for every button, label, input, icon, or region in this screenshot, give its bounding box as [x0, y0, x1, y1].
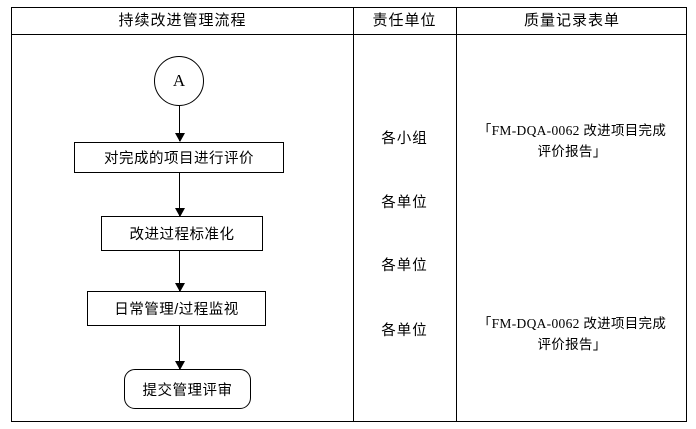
owner-label-3: 各单位 [381, 258, 428, 274]
connector-circle-a: A [154, 56, 204, 106]
arrow-connector-to-evaluate [174, 106, 185, 142]
node-label: 提交管理评审 [142, 382, 233, 399]
node-label: 改进过程标准化 [129, 227, 235, 243]
record-label-2: 「FM-DQA-0062 改进项目完成 评价报告」 [456, 314, 688, 356]
column-header-records: 质量记录表单 [523, 12, 620, 29]
owner-label-2: 各单位 [381, 195, 428, 211]
node-standardize-improvement: 改进过程标准化 [101, 216, 263, 251]
flowchart-table: 持续改进管理流程 责任单位 质量记录表单 A 对完成的项目进行评价 改进过程标准… [11, 7, 687, 422]
node-label: 日常管理/过程监视 [114, 302, 239, 318]
record-line-2: 评价报告」 [537, 143, 607, 159]
column-divider-owner-records [456, 8, 457, 421]
owner-label-1: 各小组 [381, 131, 428, 147]
node-daily-management-monitor: 日常管理/过程监视 [87, 291, 266, 326]
column-divider-process-owner [353, 8, 354, 421]
record-line-2: 评价报告」 [537, 336, 607, 352]
record-line-1: 「FM-DQA-0062 改进项目完成 [477, 123, 667, 138]
column-header-process: 持续改进管理流程 [118, 12, 247, 29]
node-submit-management-review: 提交管理评审 [124, 369, 251, 409]
header-divider [12, 34, 686, 35]
record-label-1: 「FM-DQA-0062 改进项目完成 评价报告」 [456, 121, 688, 163]
arrow-standardize-to-daily-management [174, 251, 185, 292]
arrow-daily-management-to-review [174, 326, 185, 370]
node-label: 对完成的项目进行评价 [104, 151, 254, 167]
record-line-1: 「FM-DQA-0062 改进项目完成 [477, 316, 667, 331]
column-header-owner: 责任单位 [372, 12, 437, 29]
node-evaluate-completed-project: 对完成的项目进行评价 [74, 142, 284, 173]
owner-label-4: 各单位 [381, 323, 428, 339]
arrow-evaluate-to-standardize [174, 173, 185, 217]
connector-label: A [172, 71, 186, 90]
